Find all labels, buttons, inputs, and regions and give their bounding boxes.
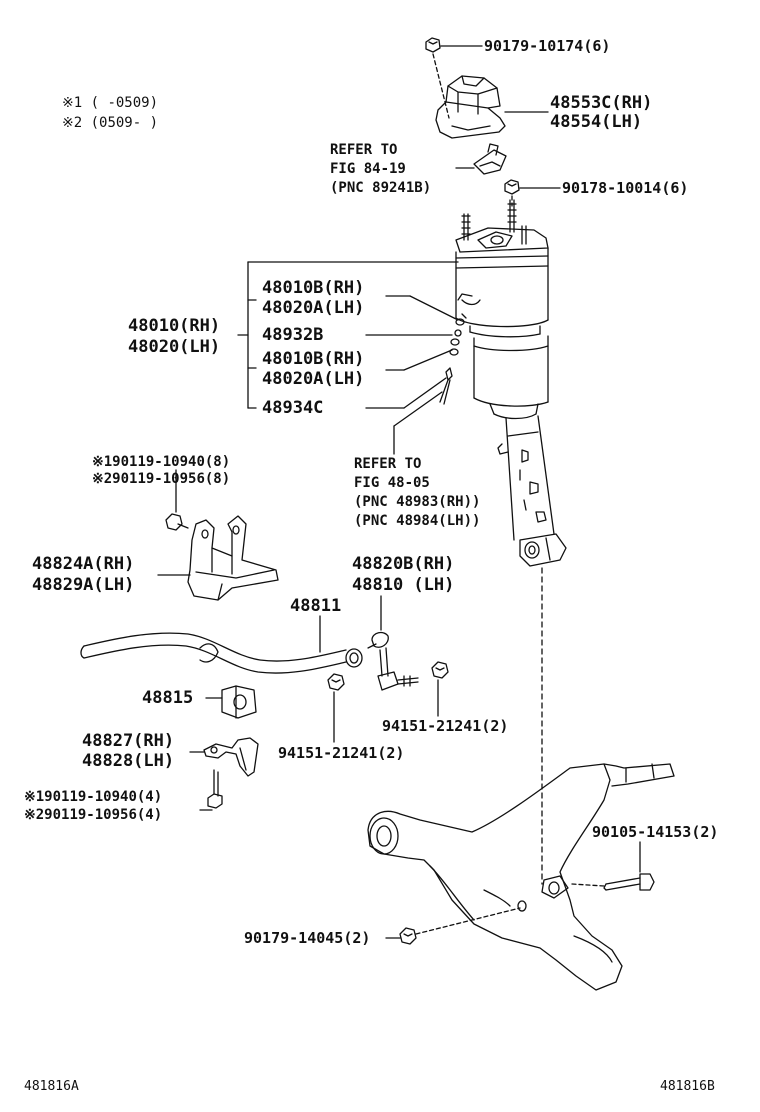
label-oring[interactable]: 48932B [262, 325, 324, 345]
label-clamp-bolt-2[interactable]: ※290119-10956(4) [24, 807, 163, 823]
label-mid-nut[interactable]: 90178-10014(6) [562, 179, 689, 197]
label-link-lh[interactable]: 48810 (LH) [352, 575, 455, 595]
label-strut-a-lh[interactable]: 48020A(LH) [262, 298, 365, 318]
label-strut-lh[interactable]: 48020(LH) [128, 337, 221, 357]
bracket-icon [187, 515, 279, 601]
label-bracket-bolt-1[interactable]: ※190119-10940(8) [92, 454, 231, 470]
label-stabilizer-bar[interactable]: 48811 [290, 596, 342, 616]
arm-nut-icon [399, 927, 417, 945]
clamp-icon [203, 737, 259, 777]
footer-left-code: 481816A [24, 1079, 79, 1094]
note-2: ※2 (0509- ) [62, 115, 159, 131]
label-arm-nut[interactable]: 90179-14045(2) [244, 929, 371, 947]
refer-fig-84-19-line1: REFER TO [330, 142, 398, 158]
label-arm-bolt[interactable]: 90105-14153(2) [592, 823, 719, 841]
lower-control-arm-icon [367, 763, 675, 991]
stabilizer-bar-icon [80, 632, 363, 674]
label-link-nut-left[interactable]: 94151-21241(2) [278, 744, 405, 762]
label-clamp-rh[interactable]: 48827(RH) [82, 731, 175, 751]
air-strut-icon [455, 199, 567, 567]
refer-fig-84-19-line3[interactable]: (PNC 89241B) [330, 180, 432, 196]
label-strut-b-rh[interactable]: 48010B(RH) [262, 349, 365, 369]
note-1: ※1 ( -0509) [62, 95, 159, 111]
label-strut-rh[interactable]: 48010(RH) [128, 316, 221, 336]
refer-fig-48-05-line3[interactable]: (PNC 48983(RH)) [354, 494, 481, 510]
upper-cover-icon [435, 75, 506, 139]
label-clamp-bolt-1[interactable]: ※190119-10940(4) [24, 789, 163, 805]
label-bracket-lh[interactable]: 48829A(LH) [32, 575, 135, 595]
label-clip[interactable]: 48934C [262, 398, 324, 418]
link-nut-right-icon [431, 661, 449, 679]
stabilizer-link-icon [367, 631, 419, 691]
label-link-rh[interactable]: 48820B(RH) [352, 554, 455, 574]
footer-right-code: 481816B [660, 1079, 715, 1094]
clip-icon [439, 367, 453, 405]
refer-fig-48-05-line4[interactable]: (PNC 48984(LH)) [354, 513, 481, 529]
label-cover-lh[interactable]: 48554(LH) [550, 112, 643, 132]
refer-fig-84-19-line2[interactable]: FIG 84-19 [330, 161, 406, 177]
label-bracket-rh[interactable]: 48824A(RH) [32, 554, 135, 574]
refer-fig-48-05-line2[interactable]: FIG 48-05 [354, 475, 430, 491]
mid-nut-icon [504, 179, 520, 195]
label-bushing[interactable]: 48815 [142, 688, 194, 708]
arm-bolt-icon [603, 873, 655, 891]
link-nut-left-icon [327, 673, 345, 691]
label-clamp-lh[interactable]: 48828(LH) [82, 751, 175, 771]
label-top-nut[interactable]: 90179-10174(6) [484, 37, 611, 55]
clamp-bolt-icon [207, 769, 223, 809]
label-cover-rh[interactable]: 48553C(RH) [550, 93, 653, 113]
label-bracket-bolt-2[interactable]: ※290119-10956(8) [92, 471, 231, 487]
refer-fig-48-05-line1: REFER TO [354, 456, 422, 472]
label-strut-a-rh[interactable]: 48010B(RH) [262, 278, 365, 298]
connector-icon [473, 143, 507, 175]
oring-icon [449, 313, 467, 356]
bracket-bolt-icon [165, 513, 189, 531]
label-link-nut-right[interactable]: 94151-21241(2) [382, 717, 509, 735]
label-strut-b-lh[interactable]: 48020A(LH) [262, 369, 365, 389]
top-nut-icon [425, 37, 441, 53]
bushing-icon [221, 685, 257, 719]
